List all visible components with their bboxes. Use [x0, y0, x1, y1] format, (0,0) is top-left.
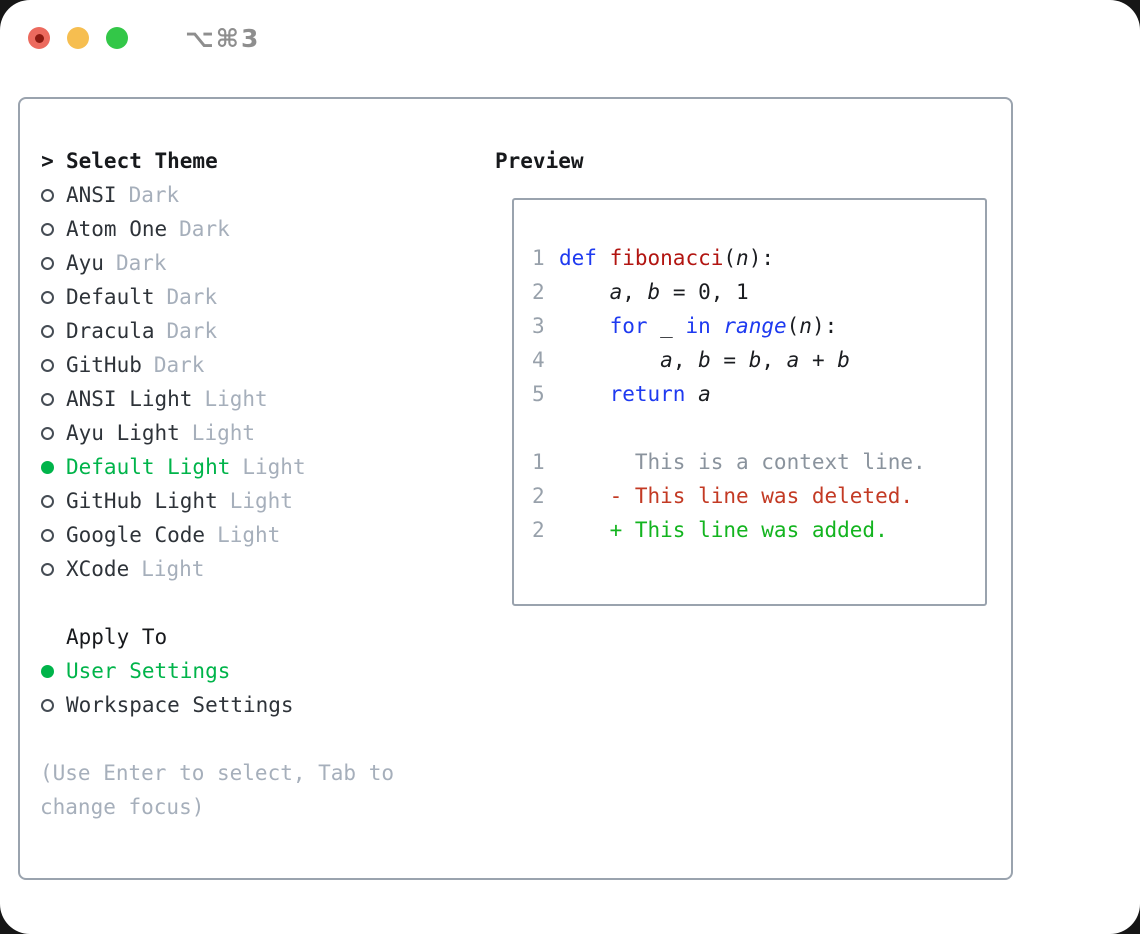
- apply-to-heading-label: Apply To: [66, 625, 168, 649]
- preview-line: [532, 411, 985, 445]
- apply-to-heading: Apply To: [66, 620, 490, 654]
- preview-line: 2 a, b = 0, 1: [532, 280, 749, 304]
- radio-icon: [41, 392, 54, 406]
- line-number: 2: [532, 484, 545, 508]
- radio-icon: [41, 324, 54, 338]
- radio-icon: [41, 290, 54, 304]
- preview-line: 4 a, b = b, a + b: [532, 348, 850, 372]
- line-number: 4: [532, 348, 545, 372]
- theme-variant-tag: Dark: [128, 183, 180, 207]
- theme-variant-tag: Dark: [179, 217, 230, 241]
- theme-option[interactable]: Default Light Light: [40, 450, 490, 484]
- close-button[interactable]: [28, 27, 50, 49]
- radio-icon: [41, 358, 54, 372]
- title-bar: ⌥⌘3: [0, 0, 1140, 76]
- apply-to-option[interactable]: User Settings: [40, 654, 490, 688]
- theme-option[interactable]: Atom One Dark: [40, 212, 490, 246]
- theme-name: ANSI: [66, 183, 117, 207]
- theme-option[interactable]: GitHub Dark: [40, 348, 490, 382]
- theme-variant-tag: Light: [242, 455, 306, 479]
- select-theme-heading-label: Select Theme: [66, 149, 218, 173]
- theme-option[interactable]: ANSI Dark: [40, 178, 490, 212]
- window-title-shortcut: ⌥⌘3: [185, 23, 261, 53]
- radio-icon: [41, 222, 54, 236]
- preview-line: 5 return a: [532, 382, 711, 406]
- preview-line: 1 This is a context line.: [532, 450, 926, 474]
- select-theme-heading: > Select Theme: [40, 144, 490, 178]
- preview-line: 3 for _ in range(n):: [532, 314, 838, 338]
- theme-option[interactable]: Ayu Light Light: [40, 416, 490, 450]
- theme-option[interactable]: Google Code Light: [40, 518, 490, 552]
- apply-to-label: Workspace Settings: [66, 693, 294, 717]
- preview-line: 2 + This line was added.: [532, 518, 888, 542]
- theme-variant-tag: Light: [191, 421, 256, 445]
- hint-text-line-2: change focus): [40, 795, 205, 819]
- record-dot-icon: [34, 33, 44, 43]
- apply-to-list: User Settings Workspace Settings: [40, 654, 490, 722]
- cursor-marker-icon: >: [41, 149, 54, 173]
- radio-icon: [41, 460, 54, 474]
- theme-option[interactable]: Ayu Dark: [40, 246, 490, 280]
- theme-variant-tag: Dark: [166, 319, 218, 343]
- radio-icon: [41, 426, 54, 440]
- theme-name: ANSI Light: [66, 387, 193, 411]
- hint-text-line-1: (Use Enter to select, Tab to: [40, 761, 395, 785]
- line-number: 2: [532, 518, 545, 542]
- theme-name: Google Code: [66, 523, 206, 547]
- theme-name: GitHub Light: [66, 489, 218, 513]
- theme-name: Default: [66, 285, 155, 309]
- theme-variant-tag: Light: [204, 387, 268, 411]
- radio-icon: [41, 698, 54, 712]
- preview-heading: Preview: [495, 144, 995, 178]
- minimize-button[interactable]: [67, 27, 89, 49]
- theme-name: GitHub: [66, 353, 142, 377]
- line-number: 3: [532, 314, 545, 338]
- theme-name: Default Light: [66, 455, 231, 479]
- theme-variant-tag: Light: [217, 523, 281, 547]
- apply-to-option[interactable]: Workspace Settings: [40, 688, 490, 722]
- spacer: [40, 722, 490, 756]
- line-number: 2: [532, 280, 545, 304]
- radio-icon: [41, 494, 54, 508]
- apply-to-label: User Settings: [66, 659, 231, 683]
- radio-icon: [41, 188, 54, 202]
- theme-variant-tag: Dark: [166, 285, 218, 309]
- theme-option[interactable]: XCode Light: [40, 552, 490, 586]
- preview-heading-label: Preview: [495, 149, 584, 173]
- theme-variant-tag: Dark: [153, 353, 205, 377]
- theme-list-column: > Select Theme ANSI Dark Atom One Dark A…: [40, 144, 490, 824]
- preview-line: 2 - This line was deleted.: [532, 484, 914, 508]
- theme-name: Ayu: [66, 251, 104, 275]
- theme-variant-tag: Dark: [115, 251, 167, 275]
- spacer: [40, 586, 490, 620]
- line-number: 1: [532, 450, 545, 474]
- theme-list: ANSI Dark Atom One Dark Ayu Dark Default…: [40, 178, 490, 586]
- theme-option[interactable]: GitHub Light Light: [40, 484, 490, 518]
- line-number: 5: [532, 382, 545, 406]
- theme-name: Ayu Light: [66, 421, 180, 445]
- theme-option[interactable]: Dracula Dark: [40, 314, 490, 348]
- theme-name: XCode: [66, 557, 130, 581]
- theme-name: Dracula: [66, 319, 155, 343]
- radio-icon: [41, 664, 54, 678]
- theme-option[interactable]: Default Dark: [40, 280, 490, 314]
- theme-variant-tag: Light: [141, 557, 205, 581]
- theme-selector-panel: > Select Theme ANSI Dark Atom One Dark A…: [18, 97, 1013, 880]
- theme-option[interactable]: ANSI Light Light: [40, 382, 490, 416]
- theme-name: Atom One: [66, 217, 168, 241]
- radio-icon: [41, 528, 54, 542]
- theme-variant-tag: Light: [229, 489, 293, 513]
- zoom-button[interactable]: [106, 27, 128, 49]
- radio-icon: [41, 562, 54, 576]
- radio-icon: [41, 256, 54, 270]
- line-number: 1: [532, 246, 545, 270]
